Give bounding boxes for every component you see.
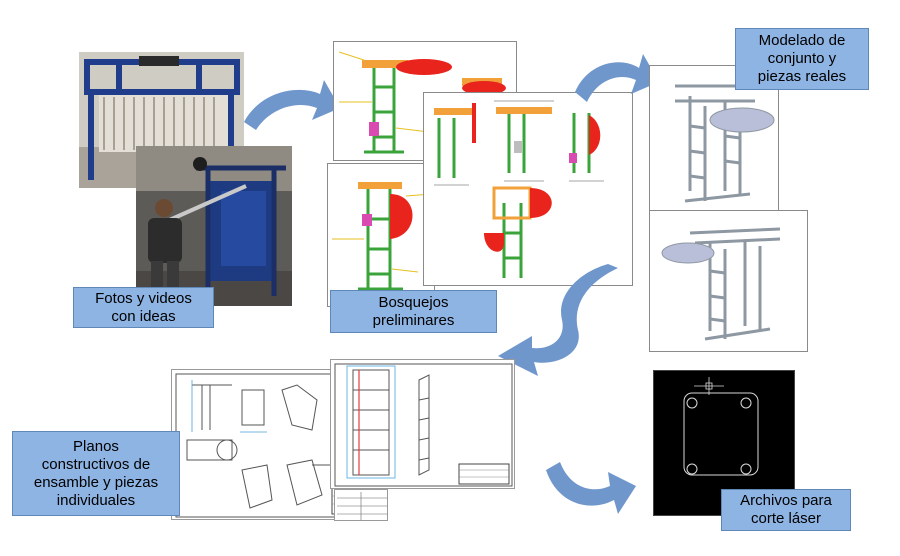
- blueprint-title-block: [334, 489, 388, 521]
- photo-machine-top: [79, 52, 244, 188]
- curved-arrow-icon: [546, 462, 636, 514]
- photo-worker-icon: [136, 146, 292, 306]
- label-photos: Fotos y videos con ideas: [73, 287, 214, 328]
- photo-machine-worker: [136, 146, 292, 306]
- label-modeling: Modelado de conjunto y piezas reales: [735, 28, 869, 90]
- laser-plate-icon: [683, 377, 759, 476]
- label-drawings: Planos constructivos de ensamble y pieza…: [12, 431, 180, 516]
- sketch-frame-icon: [338, 51, 506, 154]
- sketch-frame-icon: [332, 182, 433, 291]
- curved-arrow-icon: [498, 264, 618, 376]
- blueprint-sheet-2: [330, 359, 515, 489]
- sketch-panel-3: [423, 92, 633, 286]
- sketch-panel-2: [327, 163, 435, 307]
- cad-model-icon: [661, 227, 781, 341]
- curved-arrow-icon: [244, 80, 340, 130]
- model-panel-2: [649, 210, 808, 352]
- blueprint-icon: [334, 363, 513, 487]
- blueprint-icon: [337, 492, 387, 520]
- curved-arrow-icon: [575, 54, 659, 102]
- photo-machine-icon: [79, 52, 244, 188]
- label-laser: Archivos para corte láser: [721, 489, 851, 531]
- sketch-frame-icon: [434, 100, 604, 278]
- label-sketches: Bosquejos preliminares: [330, 290, 497, 333]
